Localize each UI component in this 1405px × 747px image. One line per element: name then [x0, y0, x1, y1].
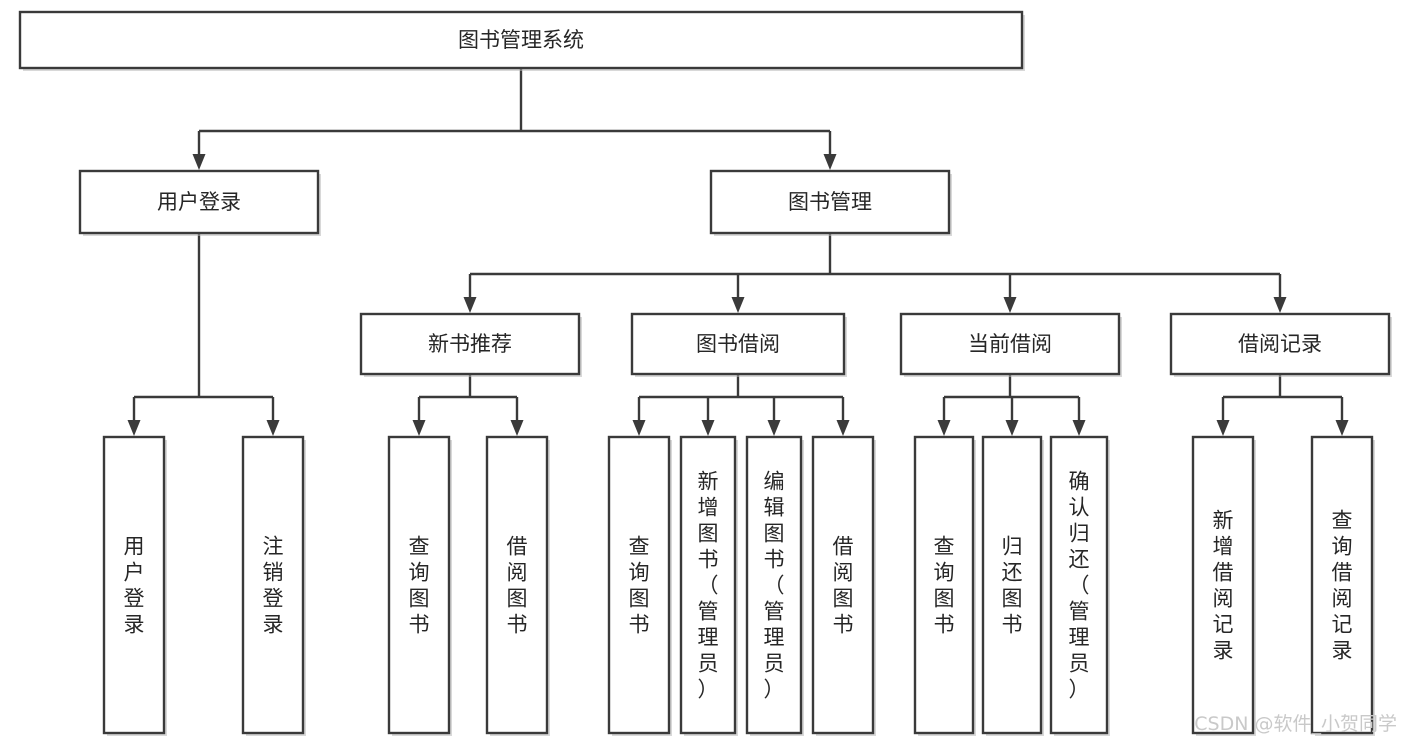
arrow-head-icon: [767, 420, 781, 436]
node-label: 查询图书: [409, 534, 430, 636]
arrow-head-icon: [1273, 297, 1287, 313]
node-leaf-confirm-return[interactable]: 确认归还（管理员）: [1049, 435, 1110, 736]
node-leaf-query-record[interactable]: 查询借阅记录: [1310, 435, 1375, 736]
connector-group: [192, 68, 837, 170]
node-label: 借阅记录: [1238, 332, 1322, 356]
node-leaf-query-book-1[interactable]: 查询图书: [387, 435, 452, 736]
node-box[interactable]: [1049, 435, 1109, 735]
arrow-head-icon: [937, 420, 951, 436]
connector-group: [937, 374, 1086, 436]
node-box[interactable]: [981, 435, 1043, 735]
node-label: 图书管理: [788, 190, 872, 214]
node-label: 借阅图书: [507, 534, 528, 636]
node-box[interactable]: [899, 312, 1121, 376]
node-label: 借阅图书: [833, 534, 854, 636]
arrow-head-icon: [823, 154, 837, 170]
node-label: 查询图书: [934, 534, 955, 636]
node-box[interactable]: [485, 435, 549, 735]
arrow-head-icon: [1072, 420, 1086, 436]
node-label: 注销登录: [263, 534, 284, 636]
node-new-book-rec[interactable]: 新书推荐: [359, 312, 582, 377]
node-label: 归还图书: [1002, 534, 1023, 636]
arrow-head-icon: [1335, 420, 1349, 436]
node-leaf-logout[interactable]: 注销登录: [241, 435, 306, 736]
connector-group: [463, 233, 1287, 313]
arrow-head-icon: [266, 420, 280, 436]
arrow-head-icon: [1216, 420, 1230, 436]
arrow-head-icon: [701, 420, 715, 436]
node-leaf-borrow-book-2[interactable]: 借阅图书: [811, 435, 876, 736]
node-label: 用户登录: [124, 534, 145, 636]
arrow-head-icon: [1005, 420, 1019, 436]
node-box[interactable]: [811, 435, 875, 735]
csdn-watermark: CSDN @软件_小贺同学: [1194, 713, 1397, 735]
arrow-head-icon: [463, 297, 477, 313]
node-box[interactable]: [241, 435, 305, 735]
node-box[interactable]: [607, 435, 671, 735]
node-box[interactable]: [1191, 435, 1255, 735]
node-label: 新书推荐: [428, 332, 512, 356]
node-leaf-edit-book[interactable]: 编辑图书（管理员）: [745, 435, 804, 736]
node-borrow-record[interactable]: 借阅记录: [1169, 312, 1392, 377]
connector-group: [412, 374, 524, 436]
node-book-manage[interactable]: 图书管理: [709, 169, 952, 236]
connector-group: [1216, 374, 1349, 436]
arrow-head-icon: [632, 420, 646, 436]
node-box[interactable]: [630, 312, 846, 376]
node-root[interactable]: 图书管理系统: [18, 10, 1025, 71]
node-box[interactable]: [1310, 435, 1374, 735]
node-box[interactable]: [1169, 312, 1391, 376]
node-leaf-query-book-3[interactable]: 查询图书: [913, 435, 976, 736]
node-label: 新增借阅记录: [1213, 508, 1234, 662]
node-book-borrow[interactable]: 图书借阅: [630, 312, 847, 377]
node-current-borrow[interactable]: 当前借阅: [899, 312, 1122, 377]
connector-layer: [127, 68, 1349, 436]
node-label: 新增图书（管理员）: [698, 469, 719, 701]
node-leaf-return-book[interactable]: 归还图书: [981, 435, 1044, 736]
arrow-head-icon: [510, 420, 524, 436]
node-box[interactable]: [387, 435, 451, 735]
node-leaf-borrow-book-1[interactable]: 借阅图书: [485, 435, 550, 736]
node-box[interactable]: [359, 312, 581, 376]
node-leaf-add-book[interactable]: 新增图书（管理员）: [679, 435, 738, 736]
node-label: 查询图书: [629, 534, 650, 636]
node-label: 查询借阅记录: [1332, 508, 1353, 662]
node-box[interactable]: [78, 169, 320, 235]
arrow-head-icon: [412, 420, 426, 436]
node-box[interactable]: [709, 169, 951, 235]
node-label: 确认归还（管理员）: [1069, 469, 1090, 701]
node-leaf-user-login[interactable]: 用户登录: [102, 435, 167, 736]
node-box[interactable]: [679, 435, 737, 735]
arrow-head-icon: [192, 154, 206, 170]
arrow-head-icon: [731, 297, 745, 313]
node-label: 图书借阅: [696, 332, 780, 356]
node-box[interactable]: [18, 10, 1024, 70]
node-label: 编辑图书（管理员）: [764, 469, 785, 701]
node-box[interactable]: [913, 435, 975, 735]
node-label: 图书管理系统: [458, 28, 584, 52]
node-user-login[interactable]: 用户登录: [78, 169, 321, 236]
connector-group: [632, 374, 850, 436]
node-leaf-query-book-2[interactable]: 查询图书: [607, 435, 672, 736]
node-label: 当前借阅: [968, 332, 1052, 356]
arrow-head-icon: [127, 420, 141, 436]
node-leaf-add-record[interactable]: 新增借阅记录: [1191, 435, 1256, 736]
connector-group: [127, 233, 280, 436]
arrow-head-icon: [836, 420, 850, 436]
node-box[interactable]: [745, 435, 803, 735]
node-box[interactable]: [102, 435, 166, 735]
node-label: 用户登录: [157, 190, 241, 214]
arrow-head-icon: [1003, 297, 1017, 313]
node-layer: 图书管理系统用户登录图书管理新书推荐图书借阅当前借阅借阅记录用户登录注销登录查询…: [18, 10, 1392, 736]
